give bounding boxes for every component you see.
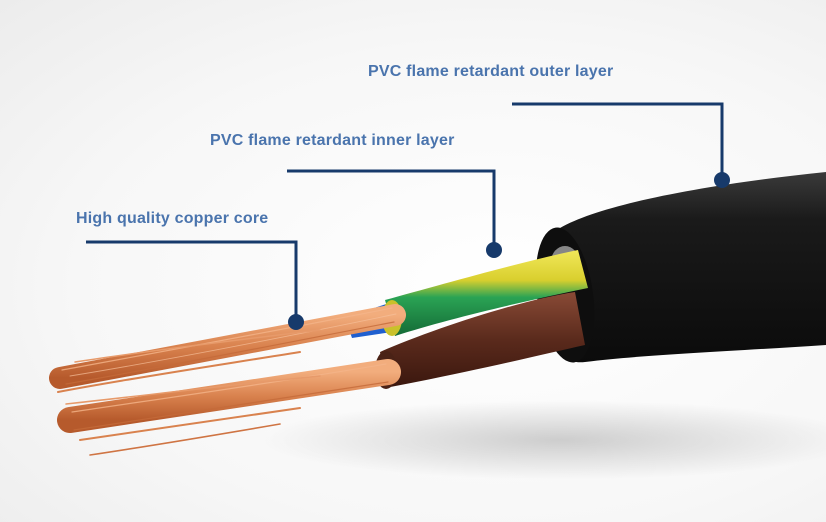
- leader-dot: [714, 172, 730, 188]
- leader-dot: [288, 314, 304, 330]
- inner-layer-label: PVC flame retardant inner layer: [210, 132, 455, 149]
- leader-dot: [486, 242, 502, 258]
- copper-core-label: High quality copper core: [76, 210, 269, 227]
- outer-layer-label: PVC flame retardant outer layer: [368, 63, 614, 80]
